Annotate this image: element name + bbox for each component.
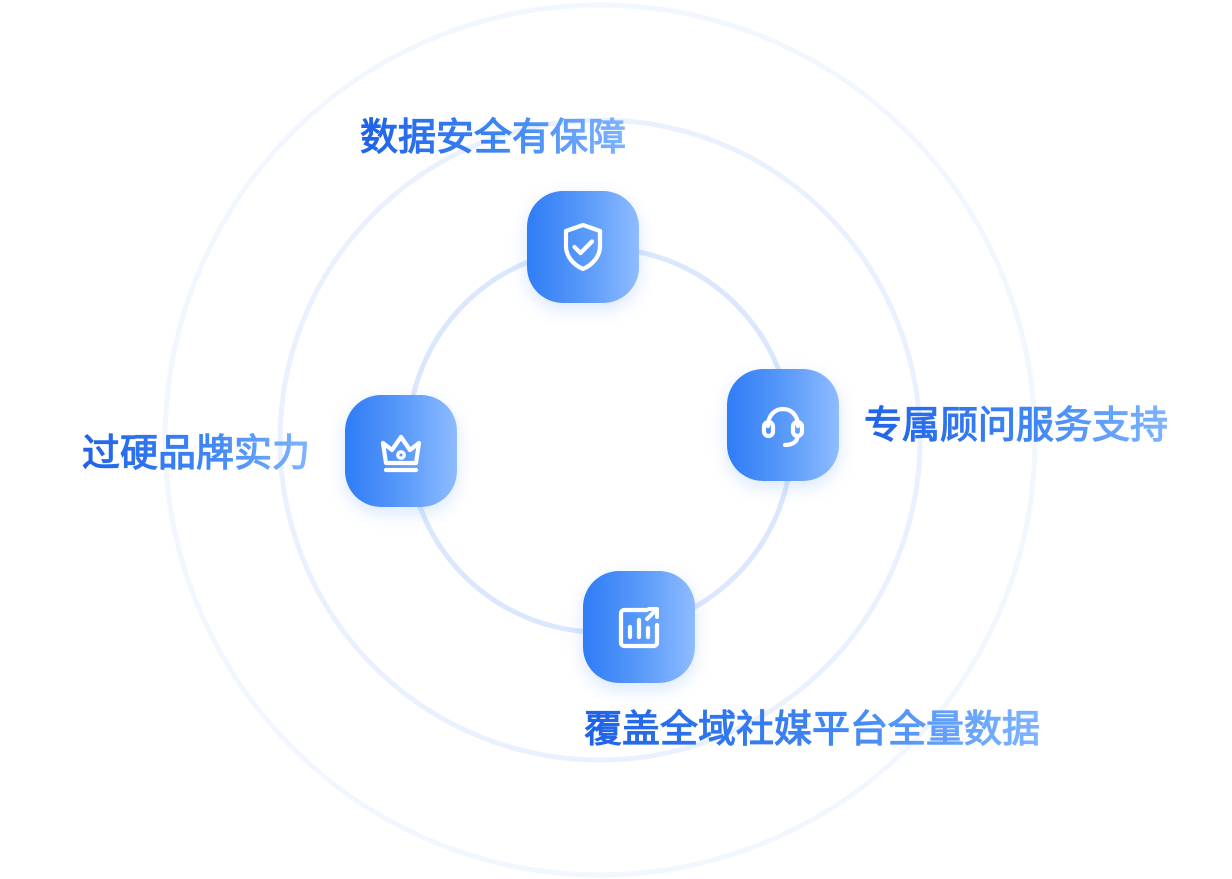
data-coverage-label: 覆盖全域社媒平台全量数据 — [584, 707, 1041, 751]
data-coverage-node — [583, 571, 695, 683]
consultant-node — [727, 369, 839, 481]
shield-check-icon — [563, 222, 603, 272]
brand-label: 过硬品牌实力 — [82, 431, 311, 475]
security-node — [527, 191, 639, 303]
middle-ring — [277, 117, 923, 763]
headset-icon — [761, 406, 805, 448]
brand-node — [345, 395, 457, 507]
chart-trend-icon — [618, 607, 660, 649]
security-label: 数据安全有保障 — [360, 115, 627, 159]
consultant-label: 专属顾问服务支持 — [864, 403, 1169, 447]
outer-ring — [162, 2, 1038, 878]
crown-icon — [380, 434, 422, 473]
